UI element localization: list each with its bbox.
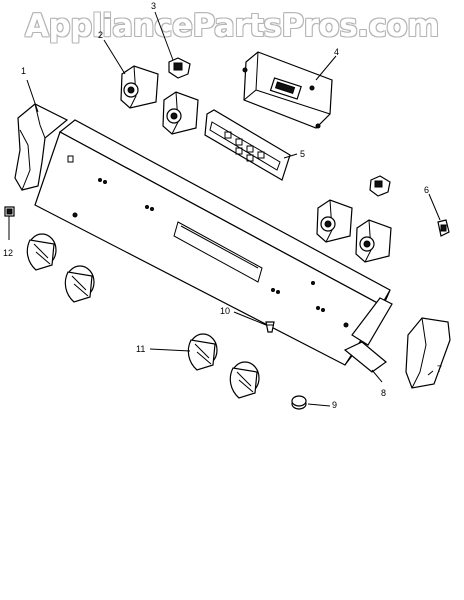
right-end-cap	[405, 317, 451, 389]
callout-1: 1	[21, 66, 26, 76]
knob-left-upper	[26, 233, 57, 271]
knob-bottom-right	[229, 361, 260, 399]
callout-4: 4	[334, 47, 339, 57]
left-end-cap	[14, 103, 69, 191]
callout-7: 7	[437, 364, 442, 374]
callout-10: 10	[220, 306, 230, 316]
screw	[265, 321, 275, 333]
control-overlay	[204, 109, 291, 181]
callout-9: 9	[332, 400, 337, 410]
callout-2: 2	[98, 30, 103, 40]
switch-lower-left	[316, 199, 353, 243]
switch-upper-right	[162, 91, 199, 135]
clip-part	[4, 206, 15, 217]
clip-right	[437, 219, 450, 237]
callout-3: 3	[151, 1, 156, 11]
leader-lines	[8, 11, 441, 407]
callout-5: 5	[300, 149, 305, 159]
callout-6: 6	[424, 185, 429, 195]
callout-11: 11	[136, 344, 145, 354]
switch-lower-right	[355, 219, 392, 263]
watermark-logo: AppliancePartsPros.com	[25, 8, 439, 44]
small-switch	[168, 57, 191, 79]
knob-left-lower	[64, 265, 95, 303]
callout-8: 8	[381, 388, 386, 398]
spacer	[291, 395, 307, 410]
knob-bottom-left	[187, 333, 218, 371]
callout-12: 12	[3, 248, 13, 258]
right-bracket	[343, 297, 393, 373]
small-switch-right	[369, 175, 391, 197]
switch-upper-left	[120, 65, 159, 109]
clock-module	[242, 51, 333, 129]
control-panel	[34, 119, 391, 366]
